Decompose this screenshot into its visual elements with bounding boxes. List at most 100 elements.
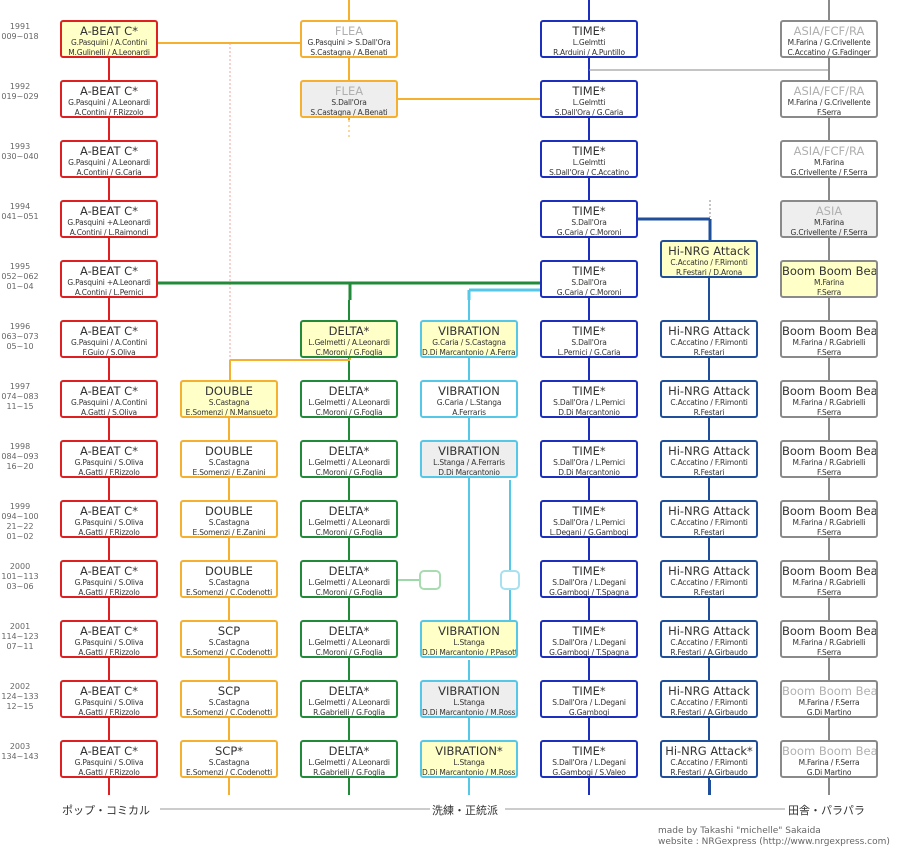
label-title: SCP*: [214, 744, 243, 758]
label-title: TIME*: [572, 324, 606, 338]
label-members: S.Castagna: [208, 518, 250, 527]
label-members: M.Farina / R.Gabrielli: [792, 578, 866, 587]
label-title: A-BEAT C*: [80, 24, 138, 38]
label-members: L.Gelmetti / A.Leonardi: [308, 758, 390, 767]
label-members: R.Gabrielli / G.Foglia: [313, 708, 385, 717]
label-members: C.Accatino / F.Rimonti: [670, 578, 748, 587]
label-title: VIBRATION: [438, 684, 500, 698]
label-members: G.Gambogi / T.Spagna: [549, 588, 629, 597]
label-members: C.Moroni / G.Foglia: [315, 648, 383, 657]
label-title: VIBRATION*: [435, 744, 503, 758]
label-title: A-BEAT C*: [80, 504, 138, 518]
label-members: S.Dall'Ora / G.Caria: [554, 108, 624, 117]
label-members: A.Gatti / F.Rizzolo: [78, 468, 140, 477]
issue-range: 052~062: [1, 272, 39, 281]
label-members: C.Moroni / G.Foglia: [315, 588, 383, 597]
label-members: A.Contini / F.Rizzolo: [74, 108, 144, 117]
label-members: A.Gatti / F.Rizzolo: [78, 708, 140, 717]
year-number: 1994: [9, 202, 31, 211]
issue-range: 030~040: [1, 152, 39, 161]
label-members: L.Gelmetti / A.Leonardi: [308, 458, 390, 467]
label-members: G.Pasquini +A.Leonardi: [67, 278, 151, 287]
